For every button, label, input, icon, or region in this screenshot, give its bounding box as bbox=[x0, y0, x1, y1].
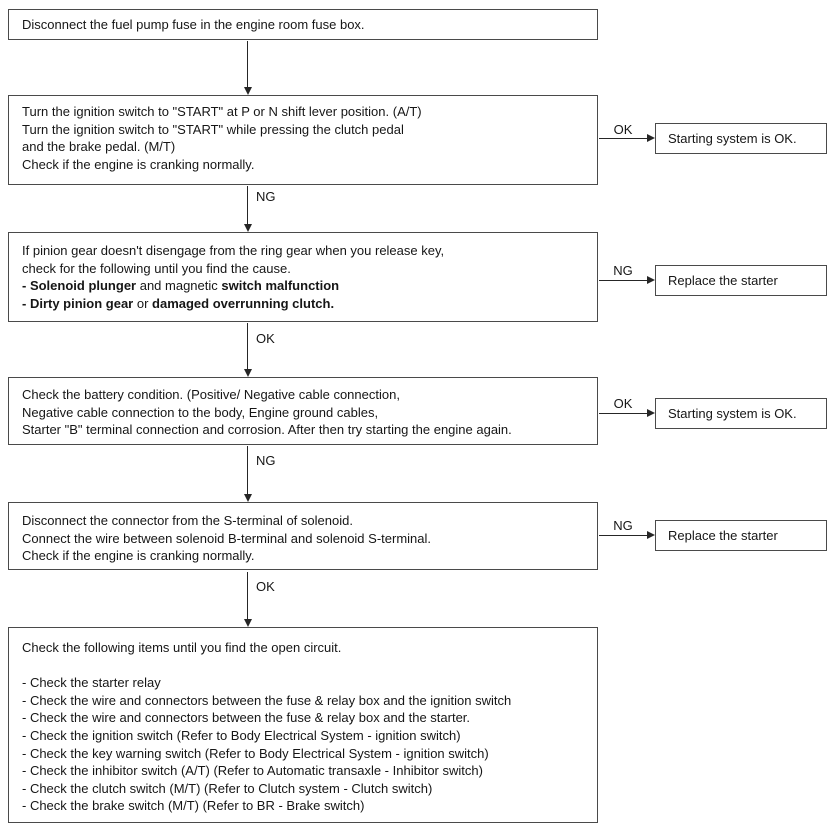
branch-label-ok-1: OK bbox=[613, 122, 633, 137]
result-box-replace-starter-1: Replace the starter bbox=[655, 265, 827, 296]
branch-arrow-2 bbox=[599, 276, 655, 284]
step-text-line: Turn the ignition switch to "START" whil… bbox=[22, 121, 404, 137]
down-arrow-label-ok-1: OK bbox=[256, 331, 275, 346]
branch-label-ng-1: NG bbox=[613, 263, 633, 278]
step-text-line: Disconnect the connector from the S-term… bbox=[22, 513, 353, 528]
flow-step-pinion-gear-check: If pinion gear doesn't disengage from th… bbox=[8, 232, 598, 322]
flow-step-solenoid-jumper-check: Disconnect the connector from the S-term… bbox=[8, 502, 598, 570]
step-text-line: - Check the ignition switch (Refer to Bo… bbox=[22, 727, 461, 743]
step-text-line: Check the following items until you find… bbox=[22, 640, 342, 655]
step-text-line: - Check the key warning switch (Refer to… bbox=[22, 745, 489, 761]
down-arrow-label-ng-2: NG bbox=[256, 453, 276, 468]
text-segment: and magnetic bbox=[136, 278, 222, 294]
step-text-line: check for the following until you find t… bbox=[22, 260, 291, 276]
step-text-line: - Check the wire and connectors between … bbox=[22, 710, 471, 726]
result-box-replace-starter-2: Replace the starter bbox=[655, 520, 827, 551]
step-text-line: Check if the engine is cranking normally… bbox=[22, 548, 255, 564]
down-arrow-1 bbox=[243, 41, 252, 95]
step-text-line: Disconnect the fuel pump fuse in the eng… bbox=[22, 17, 365, 32]
text-segment: or bbox=[133, 295, 153, 311]
flow-step-ignition-start-check: Turn the ignition switch to "START" at P… bbox=[8, 95, 598, 185]
flow-step-open-circuit-checks: Check the following items until you find… bbox=[8, 627, 598, 823]
step-text-line: If pinion gear doesn't disengage from th… bbox=[22, 243, 445, 258]
result-box-starting-ok-2: Starting system is OK. bbox=[655, 398, 827, 429]
step-text-line: Negative cable connection to the body, E… bbox=[22, 404, 379, 420]
step-text-line: - Check the clutch switch (M/T) (Refer t… bbox=[22, 780, 433, 796]
branch-label-ok-2: OK bbox=[613, 396, 633, 411]
step-text-line: Connect the wire between solenoid B-term… bbox=[22, 530, 431, 546]
down-arrow-5 bbox=[243, 572, 252, 627]
flow-step-battery-condition-check: Check the battery condition. (Positive/ … bbox=[8, 377, 598, 445]
step-text-line: Turn the ignition switch to "START" at P… bbox=[22, 104, 422, 119]
result-box-starting-ok-1: Starting system is OK. bbox=[655, 123, 827, 154]
down-arrow-3 bbox=[243, 323, 252, 377]
step-text-line: - Solenoid plunger and magnetic switch m… bbox=[22, 277, 587, 295]
bold-text-segment: switch malfunction bbox=[221, 278, 340, 294]
step-text-line: - Check the brake switch (M/T) (Refer to… bbox=[22, 798, 365, 814]
step-text-line: - Dirty pinion gear or damaged overrunni… bbox=[22, 295, 587, 313]
step-text-line: Starter "B" terminal connection and corr… bbox=[22, 422, 512, 438]
down-arrow-label-ng-1: NG bbox=[256, 189, 276, 204]
bold-text-segment: - Solenoid plunger bbox=[22, 278, 137, 294]
branch-label-ng-2: NG bbox=[613, 518, 633, 533]
branch-arrow-4 bbox=[599, 531, 655, 539]
down-arrow-2 bbox=[243, 186, 252, 232]
step-text-line: - Check the wire and connectors between … bbox=[22, 692, 512, 708]
down-arrow-4 bbox=[243, 446, 252, 502]
step-text-line: Check if the engine is cranking normally… bbox=[22, 156, 255, 172]
branch-arrow-1 bbox=[599, 134, 655, 142]
step-text-line: Check the battery condition. (Positive/ … bbox=[22, 387, 400, 402]
step-text-line: - Check the inhibitor switch (A/T) (Refe… bbox=[22, 763, 483, 779]
bold-text-segment: damaged overrunning clutch. bbox=[152, 295, 335, 311]
down-arrow-label-ok-2: OK bbox=[256, 579, 275, 594]
branch-arrow-3 bbox=[599, 409, 655, 417]
flow-step-fuel-pump-fuse: Disconnect the fuel pump fuse in the eng… bbox=[8, 9, 598, 40]
step-text-line: and the brake pedal. (M/T) bbox=[22, 139, 176, 155]
step-text-line: - Check the starter relay bbox=[22, 675, 161, 691]
step-text-line bbox=[22, 657, 587, 675]
bold-text-segment: - Dirty pinion gear bbox=[22, 295, 134, 311]
